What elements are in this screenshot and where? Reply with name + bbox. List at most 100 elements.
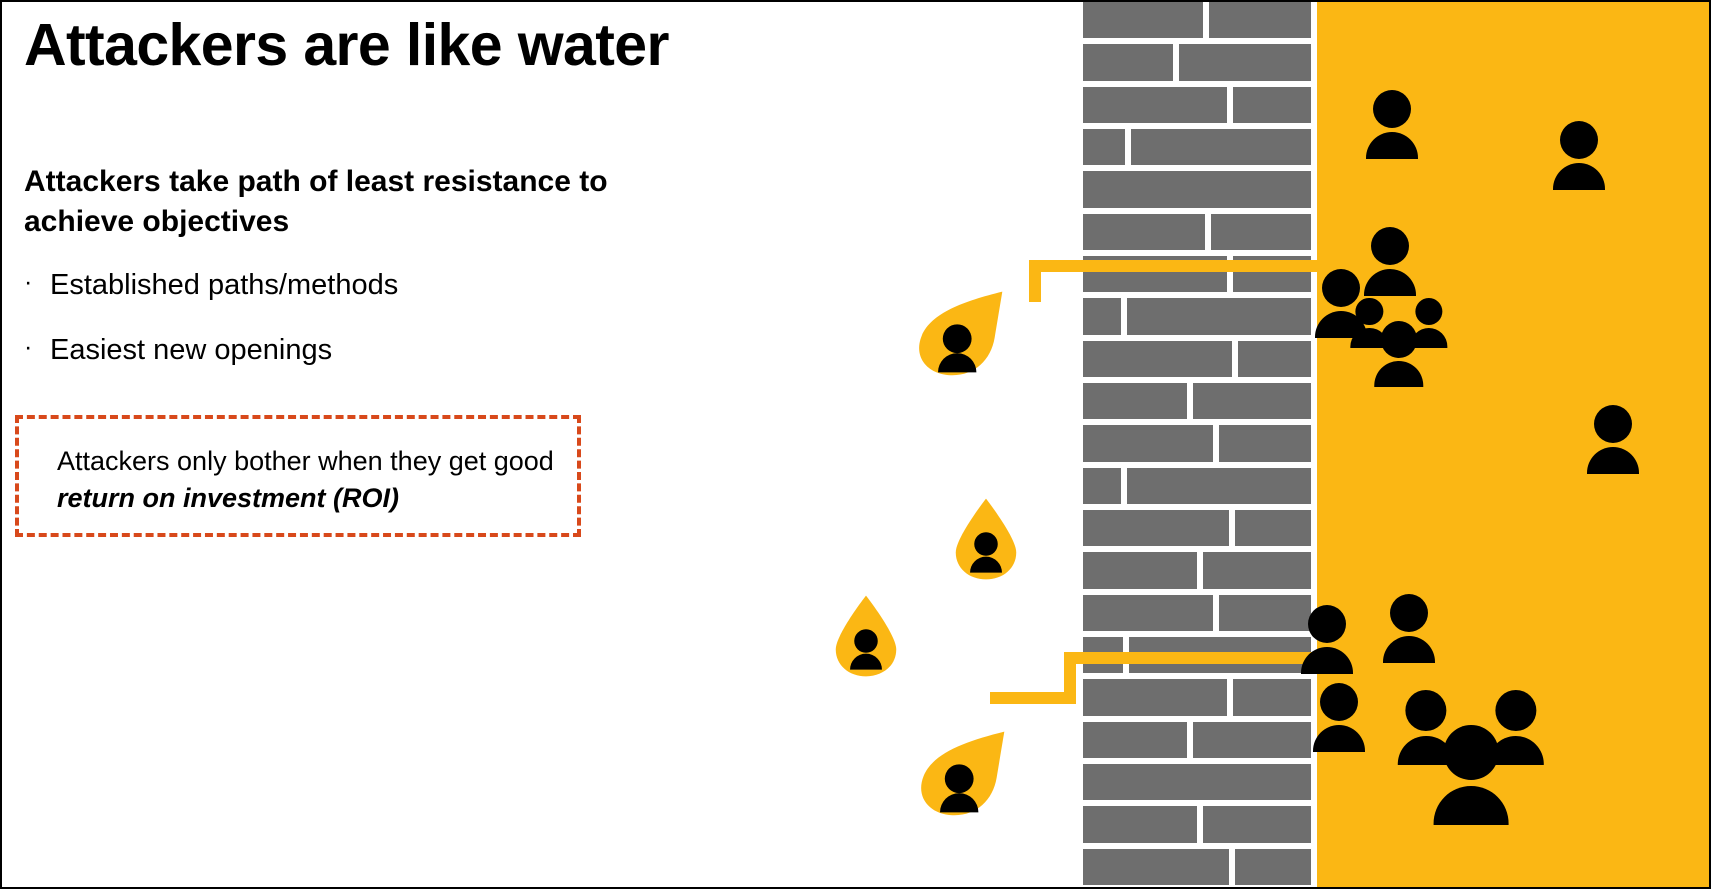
person-head-icon (1594, 405, 1632, 443)
person-body-icon (1374, 361, 1424, 388)
brick (1193, 382, 1311, 420)
brick (1083, 763, 1311, 801)
list-item-label: Easiest new openings (50, 334, 333, 367)
brick (1083, 509, 1229, 547)
brick-row (1083, 298, 1317, 335)
brick (1083, 679, 1227, 716)
brick-row (1083, 509, 1317, 547)
person-head-icon (1495, 690, 1537, 732)
brick (1083, 467, 1121, 504)
person-single (1587, 405, 1639, 474)
page-title: Attackers are like water (24, 12, 669, 78)
brick (1131, 128, 1311, 166)
brick-row (1083, 848, 1317, 885)
person-single (1553, 121, 1605, 190)
person-in-group (1350, 298, 1388, 348)
brick (1083, 340, 1232, 377)
person-body-icon (1553, 163, 1605, 190)
brick-row (1083, 2, 1317, 39)
list-item: · Established paths/methods (24, 267, 724, 303)
brick (1083, 806, 1197, 843)
brick (1083, 2, 1203, 39)
brick (1235, 848, 1311, 885)
brick (1083, 848, 1229, 885)
brick-row (1083, 128, 1317, 166)
list-item-label: Established paths/methods (50, 269, 399, 301)
path-segment-vertical (1064, 652, 1076, 704)
droplet-attacker-falling-upper (952, 497, 1020, 581)
path-segment-horizontal (1029, 260, 1319, 272)
person-body-icon (1433, 785, 1509, 825)
person-head-icon (1320, 683, 1358, 721)
brick-row (1083, 213, 1317, 250)
brick (1233, 86, 1311, 123)
person-body-icon (1364, 269, 1416, 296)
person-head-icon (1308, 605, 1346, 643)
person-body-icon (1587, 447, 1639, 474)
brick-row (1083, 382, 1317, 420)
brick (1219, 594, 1311, 631)
person-body-icon (1313, 725, 1365, 752)
list-item: · Easiest new openings (24, 332, 724, 368)
person-head-icon (1373, 90, 1411, 128)
brick (1219, 425, 1311, 462)
person-in-group-front (1433, 725, 1509, 825)
brick-row (1083, 806, 1317, 843)
person-single (1383, 594, 1435, 663)
brick (1083, 128, 1125, 166)
brick-row (1083, 679, 1317, 716)
brick (1083, 171, 1311, 208)
person-body-icon (1409, 328, 1448, 348)
brick-wall (1083, 2, 1317, 887)
brick-row (1083, 552, 1317, 589)
person-head-icon (1414, 298, 1443, 326)
brick (1209, 2, 1311, 39)
bullet-marker-icon: · (24, 333, 33, 362)
person-head-icon (1322, 269, 1360, 307)
brick (1083, 552, 1197, 589)
callout-box: Attackers only bother when they get good… (15, 415, 581, 537)
brick-row (1083, 44, 1317, 81)
person-head-icon (1443, 725, 1499, 781)
brick (1083, 721, 1187, 758)
brick-row (1083, 467, 1317, 504)
person-body-icon (1301, 647, 1353, 674)
brick (1203, 552, 1311, 589)
callout-text-lead: Attackers only bother when they get good (57, 446, 554, 476)
person-head-icon (1380, 321, 1418, 358)
left-content-column: Attackers are like water Attackers take … (2, 2, 1002, 887)
brick (1127, 298, 1311, 335)
bullet-marker-icon: · (24, 268, 33, 296)
person-body-icon (1350, 328, 1388, 348)
brick-row (1083, 86, 1317, 123)
person-single (1301, 605, 1353, 674)
brick-row (1083, 340, 1317, 377)
brick (1127, 467, 1311, 504)
subtitle-text: Attackers take path of least resistance … (24, 165, 608, 238)
brick (1083, 44, 1173, 81)
brick-row (1083, 763, 1317, 801)
person-head-icon (1371, 227, 1409, 265)
person-in-group-front (1374, 321, 1424, 388)
callout-text-emphasis: return on investment (ROI) (57, 483, 400, 514)
brick (1083, 425, 1213, 462)
person-head-icon (1355, 298, 1383, 326)
brick (1233, 679, 1311, 716)
bullet-list: · Established paths/methods · Easiest ne… (24, 267, 724, 398)
person-head-icon (1560, 121, 1598, 159)
person-head-icon (1405, 690, 1447, 732)
person-single (1313, 683, 1365, 752)
brick (1083, 86, 1227, 123)
brick (1083, 213, 1205, 250)
droplet-attacker-lower-breach (916, 724, 1012, 820)
droplet-attacker-falling-lower (832, 594, 900, 678)
brick (1193, 721, 1311, 758)
brick (1211, 213, 1311, 250)
person-body-icon (1383, 636, 1435, 663)
brick (1179, 44, 1311, 81)
brick-row (1083, 171, 1317, 208)
brick-row (1083, 721, 1317, 758)
brick-row (1083, 425, 1317, 462)
brick (1083, 298, 1121, 335)
